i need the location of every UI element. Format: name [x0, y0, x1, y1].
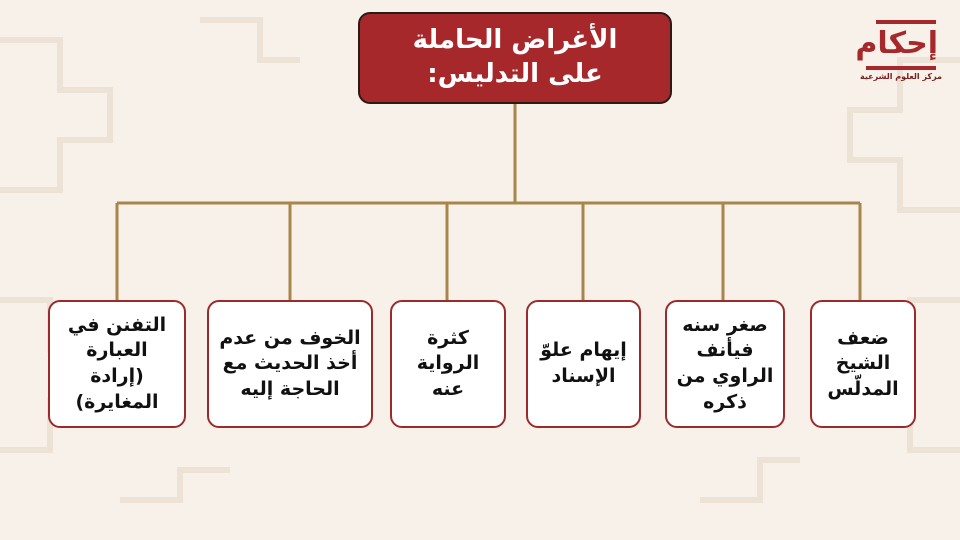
root-node: الأغراض الحاملة على التدليس:: [358, 12, 672, 104]
node-iham: إيهام علوّ الإسناد: [526, 300, 641, 428]
node-label: ضعف الشيخ المدلّس: [827, 326, 899, 400]
node-label: إيهام علوّ الإسناد: [540, 339, 627, 387]
logo-bar-bottom: [866, 66, 936, 70]
node-label: كثرة الرواية عنه: [416, 326, 480, 400]
node-label: صغر سنه فيأنف الراوي من ذكره: [676, 313, 774, 413]
node-tafannun: التفنن في العبارة (إرادة المغايرة): [48, 300, 186, 428]
logo-subtitle: مركز العلوم الشرعية: [860, 72, 942, 81]
node-kathra: كثرة الرواية عنه: [390, 300, 506, 428]
logo-name: إحكام: [855, 26, 938, 61]
node-khawf: الخوف من عدم أخذ الحديث مع الحاجة إليه: [207, 300, 373, 428]
logo-bar-top: [876, 20, 936, 24]
node-sighar: صغر سنه فيأنف الراوي من ذكره: [665, 300, 785, 428]
root-node-label: الأغراض الحاملة على التدليس:: [412, 25, 618, 89]
node-daf: ضعف الشيخ المدلّس: [810, 300, 916, 428]
node-label: التفنن في العبارة (إرادة المغايرة): [67, 313, 167, 413]
brand-logo: إحكام مركز العلوم الشرعية: [855, 18, 942, 98]
node-label: الخوف من عدم أخذ الحديث مع الحاجة إليه: [219, 326, 361, 400]
